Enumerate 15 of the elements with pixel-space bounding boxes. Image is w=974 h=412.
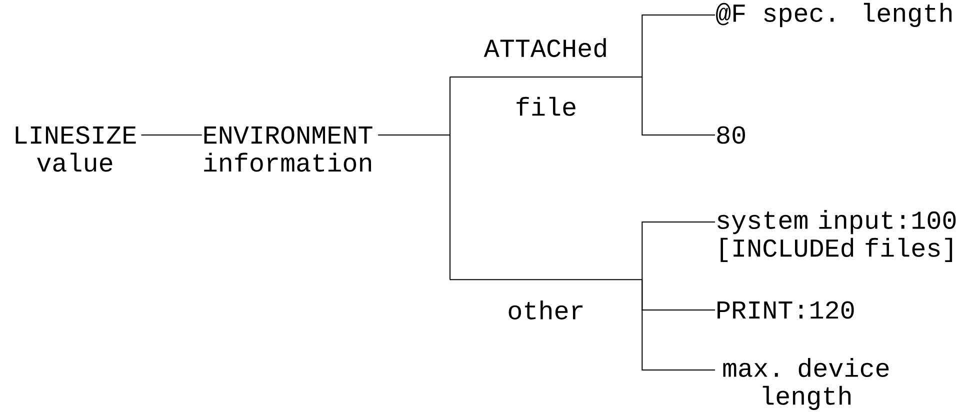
value-label: max. device length [723, 358, 889, 410]
value-label: 80 [717, 126, 745, 144]
branch-label: ATTACHed file [449, 38, 643, 116]
connector-line [642, 76, 716, 136]
branch-label: other [449, 279, 643, 320]
value-label: PRINT:120 [718, 301, 854, 319]
term-label: ENVIRONMENT information [204, 126, 372, 172]
term-label: LINESIZE value [16, 126, 136, 172]
connector-line [642, 279, 716, 370]
connector-line [642, 222, 716, 280]
connector-line [140, 134, 202, 136]
connector-line [378, 134, 450, 280]
value-label: system input:100 [INCLUDEd files] [718, 210, 956, 262]
value-label: @F spec. length [716, 2, 952, 28]
connector-line [642, 14, 716, 78]
